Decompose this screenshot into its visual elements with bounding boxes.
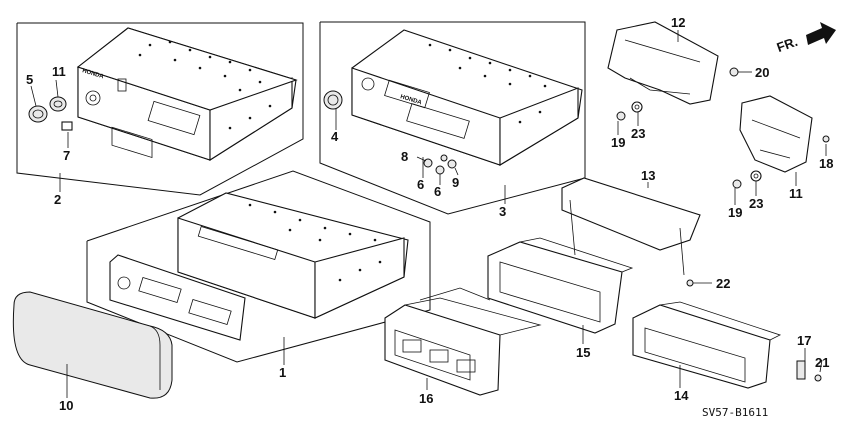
group-3-outline [319,21,586,215]
front-arrow: FR. [775,22,836,55]
callout-8a: 8 [401,149,408,164]
callout-23b: 23 [749,196,763,211]
leader-lines [30,30,827,398]
faceplate-1 [109,254,246,341]
callout-6b: 6 [434,184,441,199]
callout-22: 22 [716,276,730,291]
callout-5: 5 [26,72,33,87]
callout-19b: 19 [728,205,742,220]
hardware [616,67,830,382]
front-label: FR. [775,34,800,55]
callout-10: 10 [59,398,73,413]
callout-8b: 9 [452,175,459,190]
radio-unit-1 [177,192,409,319]
callout-21: 21 [815,355,829,370]
knob-9 [49,96,67,112]
radio-unit-2: HONDA [76,27,298,162]
bracket-11 [739,95,813,173]
callout-3: 3 [499,204,506,219]
callout-23a: 23 [631,126,645,141]
group-1-outline [86,170,431,363]
callout-16: 16 [419,391,433,406]
callout-1: 1 [279,365,286,380]
cover-10 [12,291,173,399]
holder-16 [384,287,542,396]
group-2-outline [16,22,304,196]
callout-2: 2 [54,192,61,207]
callout-20: 20 [755,65,769,80]
tray-13 [561,177,701,276]
callout-13: 13 [641,168,655,183]
callout-9: 11 [52,64,66,79]
pocket-15 [487,237,634,334]
callout-18: 18 [819,156,833,171]
knobs-6-8 [423,154,457,175]
callout-12: 12 [671,15,685,30]
callout-17: 17 [797,333,811,348]
callout-15: 15 [576,345,590,360]
diagram-code: SV57-B1611 [702,406,768,419]
pocket-14 [632,301,782,389]
front-arrow-icon [806,22,836,45]
callouts: 5 11 7 2 4 8 6 6 9 3 1 10 16 15 13 14 12… [26,15,833,413]
callout-11: 11 [789,186,803,201]
screw-7 [61,121,73,131]
knob-5 [28,105,48,123]
callout-7: 7 [63,148,70,163]
knob-4 [323,90,343,110]
callout-19a: 19 [611,135,625,150]
callout-14: 14 [674,388,689,403]
radio-unit-3: HONDA [351,29,583,166]
callout-4: 4 [331,129,339,144]
callout-6a: 6 [417,177,424,192]
bracket-12 [607,21,719,105]
